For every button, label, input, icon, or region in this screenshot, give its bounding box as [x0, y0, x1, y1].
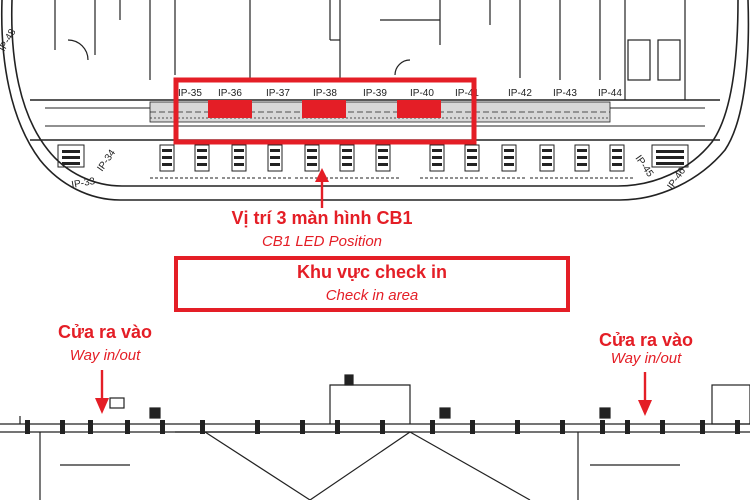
- led-arrow-icon: [315, 168, 329, 208]
- gate-label-ip-36: IP-36: [218, 88, 242, 99]
- checkin-area-title: Khu vực check in: [296, 262, 448, 282]
- gate-label-ip-33: IP-33: [71, 176, 97, 191]
- gate-label-ip-46: IP-46: [665, 165, 688, 191]
- column: [200, 420, 205, 434]
- building-outline: [0, 0, 750, 201]
- gate-label-ip-40: IP-40: [410, 88, 434, 99]
- boarding-bridge: [185, 144, 219, 179]
- boarding-bridge: [258, 144, 292, 179]
- gate-labels: IP-48 IP-35 IP-36 IP-37 IP-38 IP-39 IP-4…: [0, 27, 688, 192]
- entrance-right-arrow-icon: [638, 372, 652, 416]
- boarding-bridge: [222, 144, 256, 179]
- led-screen-1: [208, 100, 252, 118]
- checkin-area-subtitle: Check in area: [325, 287, 419, 304]
- entrance-left-subtitle: Way in/out: [69, 347, 141, 364]
- boarding-bridge: [600, 144, 634, 179]
- column: [560, 420, 565, 434]
- boarding-bridge: [150, 144, 184, 179]
- led-screen-3: [397, 100, 441, 118]
- boarding-bridge: [366, 144, 400, 179]
- entrance-left-arrow-icon: [95, 370, 109, 414]
- led-position-subtitle: CB1 LED Position: [261, 233, 383, 250]
- column: [700, 420, 705, 434]
- column: [300, 420, 305, 434]
- column: [255, 420, 260, 434]
- column: [470, 420, 475, 434]
- column: [335, 420, 340, 434]
- gate-label-ip-34: IP-34: [95, 147, 118, 173]
- boarding-bridges: [150, 144, 634, 179]
- entrance-right-title: Cửa ra vào: [598, 330, 694, 350]
- stair-blocks: [57, 144, 689, 168]
- checkin-area-frame: [174, 256, 570, 312]
- column: [125, 420, 130, 434]
- boarding-bridge: [530, 144, 564, 179]
- column: [60, 420, 65, 434]
- boarding-bridge: [420, 144, 454, 179]
- upper-walls: [54, 0, 686, 100]
- boarding-bridge: [492, 144, 526, 179]
- column: [380, 420, 385, 434]
- boarding-bridge: [330, 144, 364, 179]
- column: [160, 420, 165, 434]
- gate-label-ip-35: IP-35: [178, 88, 202, 99]
- lower-plan: [0, 374, 750, 500]
- gate-label-ip-44: IP-44: [598, 88, 622, 99]
- column: [735, 420, 740, 434]
- column: [625, 420, 630, 434]
- led-position-title: Vị trí 3 màn hình CB1: [231, 208, 413, 228]
- entrance-right-subtitle: Way in/out: [610, 350, 682, 367]
- led-position-frame: [173, 77, 477, 145]
- column: [25, 420, 30, 434]
- boarding-bridge: [565, 144, 599, 179]
- gate-label-ip-41: IP-41: [455, 88, 479, 99]
- led-screen-2: [302, 100, 346, 118]
- column: [600, 420, 605, 434]
- boarding-bridge: [295, 144, 329, 179]
- column: [430, 420, 435, 434]
- gate-label-ip-37: IP-37: [266, 88, 290, 99]
- lower-columns: [25, 420, 740, 434]
- column: [515, 420, 520, 434]
- gate-label-ip-38: IP-38: [313, 88, 337, 99]
- gate-label-ip-42: IP-42: [508, 88, 532, 99]
- concourse-band: [30, 99, 720, 141]
- entrance-left-title: Cửa ra vào: [57, 322, 153, 342]
- gate-label-ip-43: IP-43: [553, 88, 577, 99]
- column: [660, 420, 665, 434]
- gate-label-ip-39: IP-39: [363, 88, 387, 99]
- column: [88, 420, 93, 434]
- boarding-bridge: [455, 144, 489, 179]
